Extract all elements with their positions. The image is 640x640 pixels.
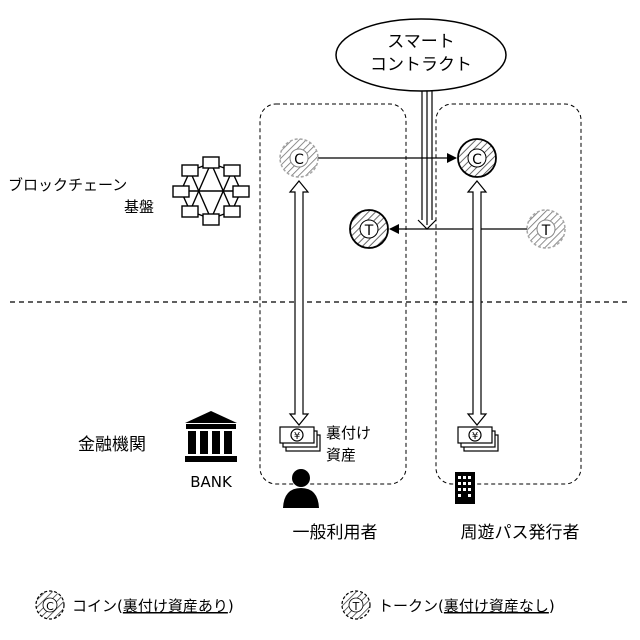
legend-coin-text: コイン( — [72, 597, 123, 615]
issuer-token-symbol: T — [541, 223, 551, 239]
backing-asset-line1: 裏付け — [326, 424, 371, 442]
bank-text: BANK — [190, 473, 233, 491]
backing-asset-line2: 資産 — [326, 446, 356, 464]
issuer-token: T — [527, 210, 565, 248]
legend: C コイン(裏付け資産あり) T トークン(裏付け資産なし) — [36, 591, 555, 619]
smart-contract-line1: スマート — [387, 32, 455, 52]
user-vertical-arrow — [290, 181, 308, 425]
legend-coin-label: コイン(裏付け資産あり) — [72, 597, 234, 615]
blockchain-label-line2: 基盤 — [124, 198, 154, 216]
legend-token-text: トークン( — [378, 597, 444, 615]
blockchain-network-icon — [173, 157, 249, 225]
building-icon — [455, 472, 475, 504]
issuer-label: 周遊パス発行者 — [461, 523, 580, 543]
smart-contract-line2: コントラクト — [370, 55, 472, 75]
issuer-money-icon: ¥ — [458, 427, 498, 451]
issuer-coin-symbol: C — [472, 152, 482, 168]
legend-token-underlined: 裏付け資産なし — [444, 597, 549, 615]
user-token-symbol: T — [364, 223, 374, 239]
legend-token-icon: T — [342, 591, 370, 619]
user-money-symbol: ¥ — [294, 431, 300, 442]
person-icon — [283, 469, 319, 508]
user-coin: C — [280, 139, 318, 177]
user-money-icon: ¥ — [280, 427, 320, 451]
user-coin-symbol: C — [294, 152, 304, 168]
legend-token-symbol: T — [352, 600, 360, 613]
legend-coin-close: ) — [228, 597, 234, 615]
user-token: T — [350, 210, 388, 248]
legend-token-label: トークン(裏付け資産なし) — [378, 597, 555, 615]
bank-icon — [185, 411, 237, 462]
issuer-money-symbol: ¥ — [472, 431, 478, 442]
contract-connector — [418, 91, 436, 229]
user-label: 一般利用者 — [293, 523, 378, 543]
legend-coin-icon: C — [36, 591, 64, 619]
bank-label: 金融機関 — [78, 435, 146, 455]
legend-token-close: ) — [549, 597, 555, 615]
blockchain-label-line1: ブロックチェーン — [8, 176, 127, 194]
legend-coin-underlined: 裏付け資産あり — [123, 597, 228, 615]
legend-coin-symbol: C — [46, 600, 54, 613]
issuer-vertical-arrow — [468, 181, 486, 425]
issuer-coin: C — [458, 139, 496, 177]
smart-contract: スマート コントラクト — [336, 19, 506, 91]
